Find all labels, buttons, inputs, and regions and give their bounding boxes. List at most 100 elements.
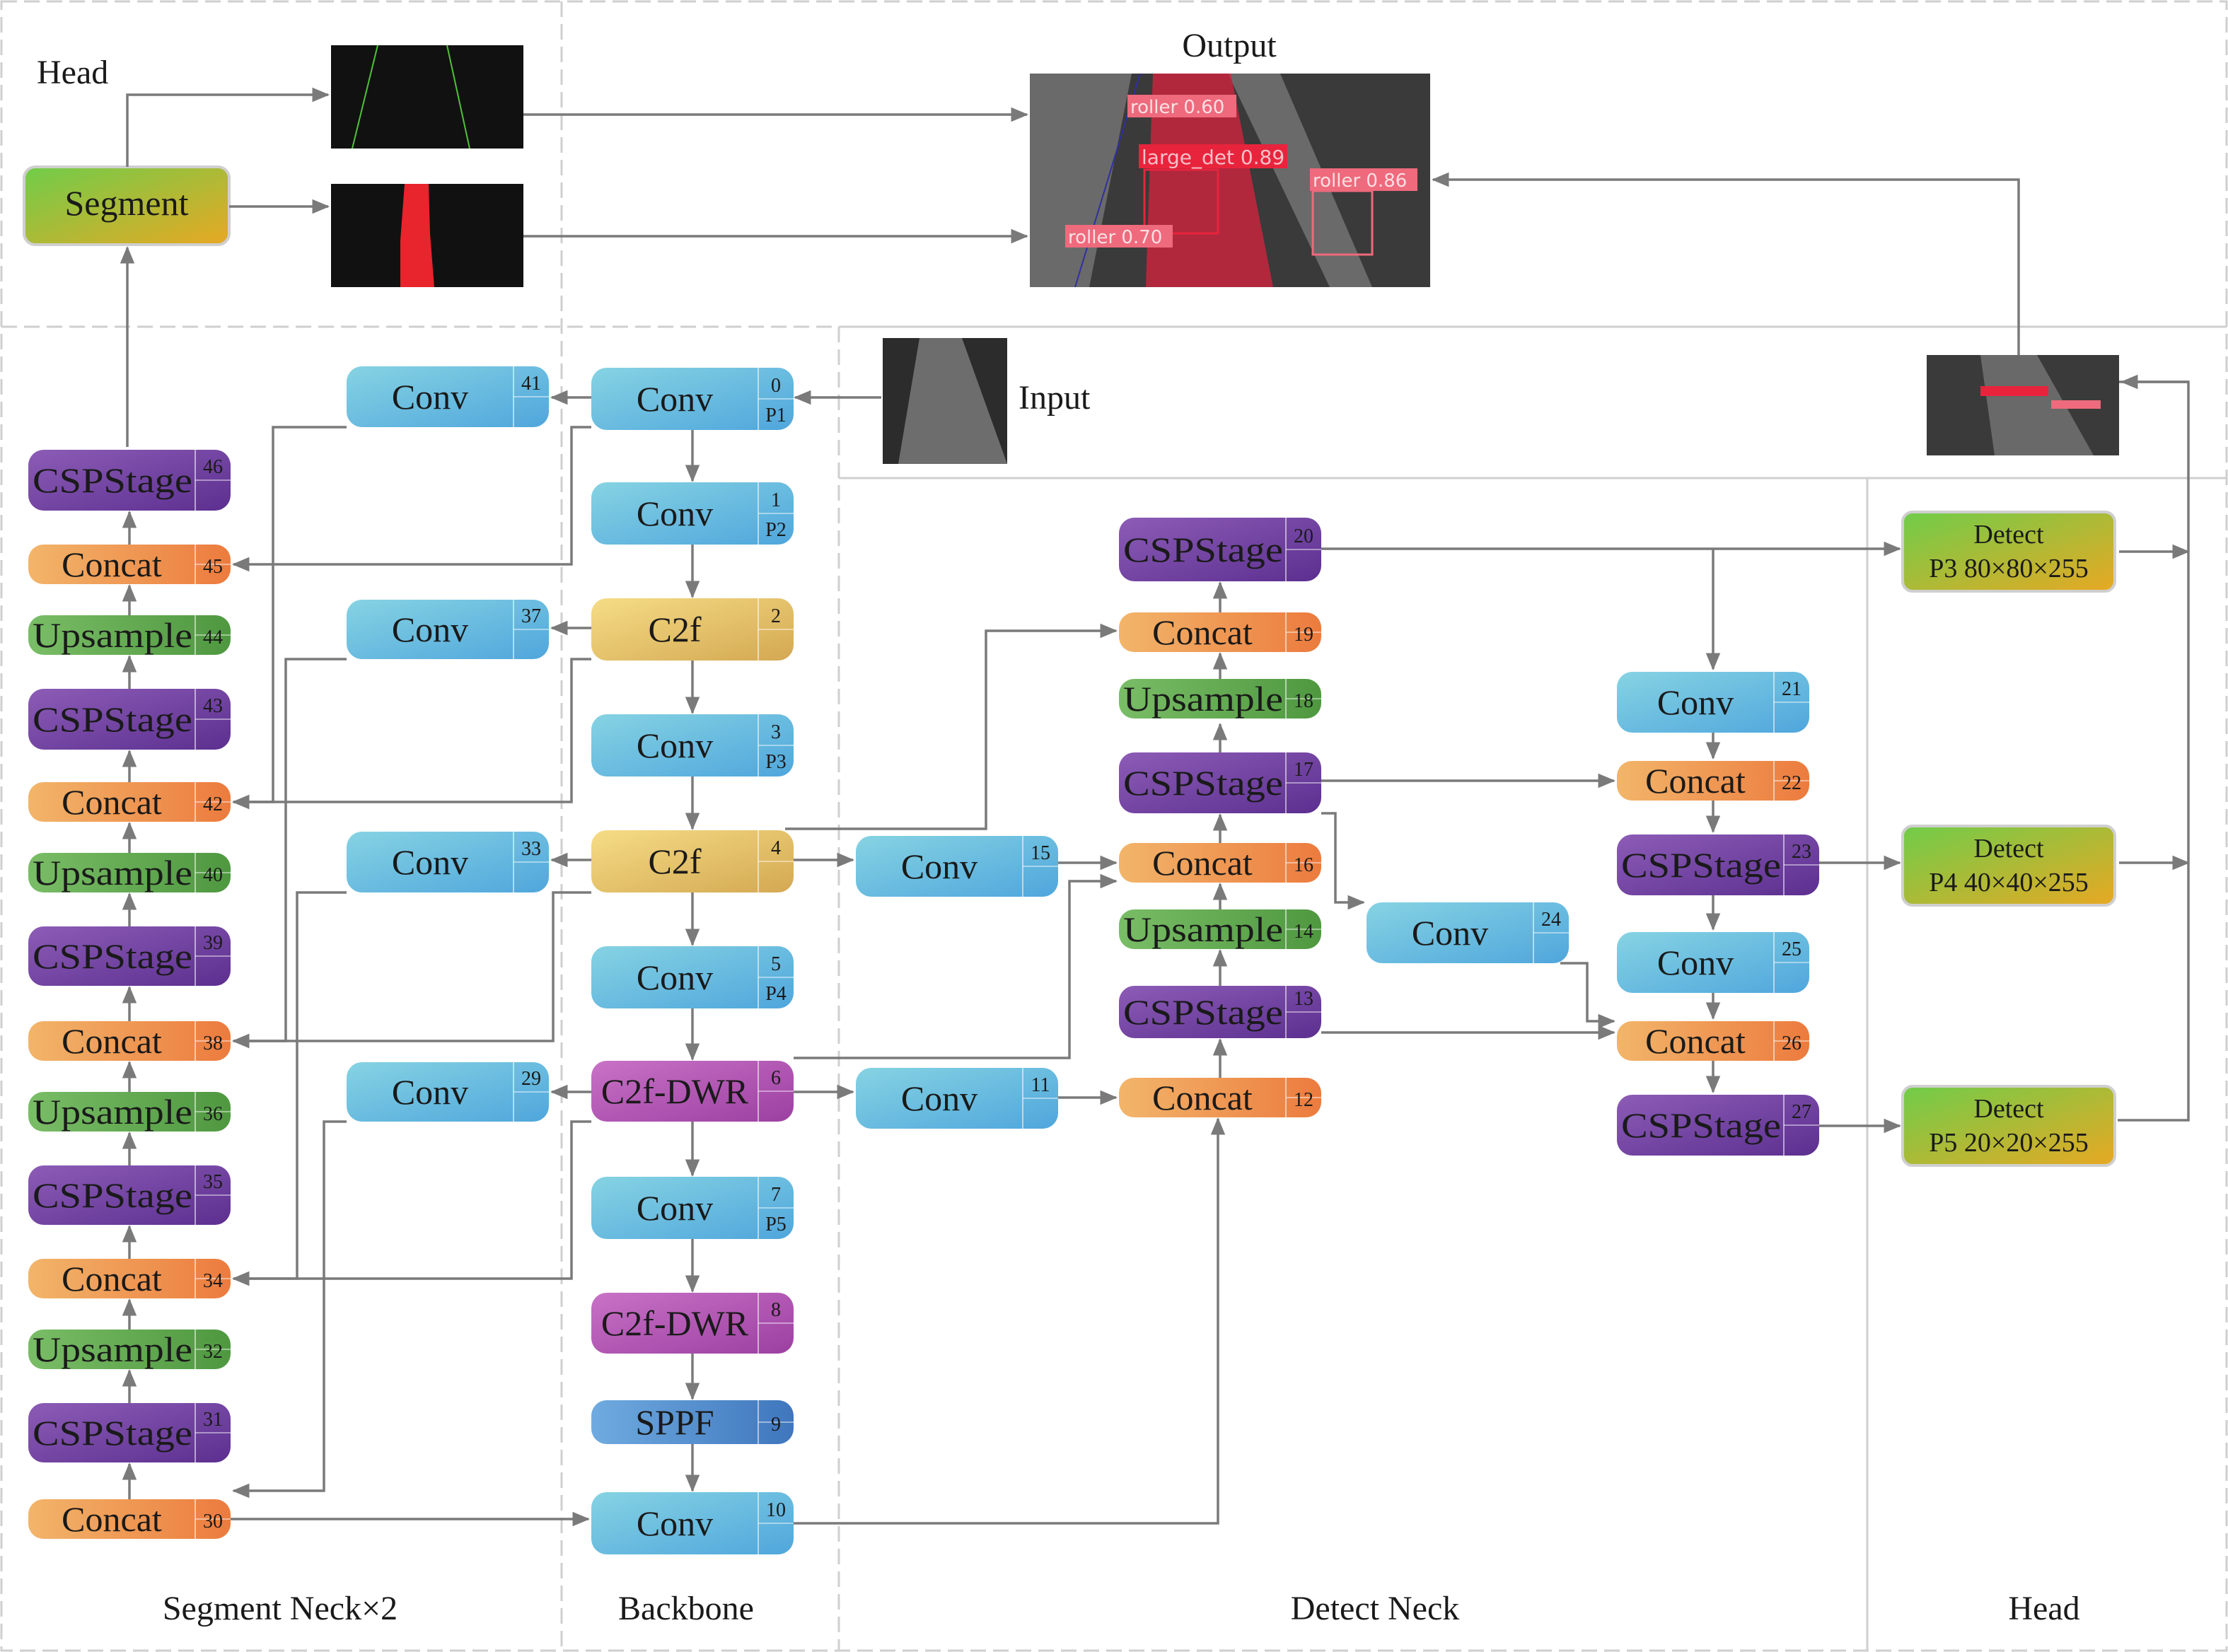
node-label: Upsample (33, 1092, 192, 1132)
node-index: 45 (203, 556, 223, 578)
node-box (591, 1061, 794, 1122)
node-index: 33 (521, 838, 541, 860)
node-index: 26 (1782, 1032, 1801, 1054)
node-index: 37 (521, 605, 541, 627)
node-label: Concat (1645, 1021, 1746, 1061)
node-box (28, 615, 231, 655)
connection-wire (231, 658, 347, 1049)
node-box (591, 1293, 794, 1354)
node-index: 3 (771, 721, 781, 743)
node-index: 27 (1792, 1101, 1811, 1123)
node-label: CSPStage (1621, 1105, 1781, 1145)
node-index: 36 (203, 1103, 223, 1125)
node-label: Concat (62, 782, 162, 822)
node-box (28, 1330, 231, 1369)
node-index: 0 (771, 375, 781, 397)
node-box (1119, 843, 1321, 883)
node-index: 22 (1782, 772, 1801, 794)
node-concat-26: Concat 26 (1617, 1021, 1809, 1061)
node-label: Upsample (33, 1330, 192, 1369)
detection-label: large_det 0.89 (1142, 146, 1284, 169)
node-label: Upsample (1123, 679, 1283, 719)
node-label: C2f (649, 610, 702, 649)
node-stage: P5 (765, 1214, 787, 1235)
node-label: CSPStage (33, 699, 192, 739)
node-label: C2f (649, 842, 702, 881)
node-box (856, 836, 1058, 897)
segment-neck-label: Segment Neck×2 (163, 1590, 398, 1627)
detection-label: roller 0.70 (1068, 227, 1162, 248)
node-index: 2 (771, 605, 781, 627)
node-box (591, 1492, 794, 1554)
connection-wire (231, 658, 591, 810)
detect-neck-label: Detect Neck (1291, 1590, 1460, 1627)
connection-wire (785, 623, 1118, 830)
node-index: 23 (1792, 841, 1811, 863)
node-box (1119, 752, 1321, 813)
node-index: 8 (771, 1299, 781, 1321)
connection-wire (231, 891, 591, 1049)
node-index: 5 (771, 953, 781, 975)
node-index: 30 (203, 1511, 223, 1532)
node-connections (122, 390, 1902, 1527)
node-box (28, 1259, 231, 1298)
connections (120, 87, 2191, 1122)
node-index: 4 (771, 837, 781, 859)
node-label: Conv (1657, 682, 1734, 722)
node-upsample-36: Upsample 36 (28, 1092, 231, 1132)
node-box (1617, 761, 1809, 801)
node-c2f-4: C2f 4 (591, 830, 794, 892)
node-label: Concat (1152, 843, 1253, 883)
connection-wire (1560, 962, 1616, 1029)
node-box (591, 482, 794, 545)
connection-wire (231, 891, 347, 1286)
node-concat-42: Concat 42 (28, 782, 231, 822)
node-box (28, 1499, 231, 1539)
node-box (591, 1400, 794, 1444)
node-label: Conv (392, 842, 468, 882)
node-stage: P3 (765, 751, 787, 773)
node-box (591, 830, 794, 892)
node-index: 42 (203, 793, 223, 815)
detect-head-spec: P3 80×80×255 (1929, 554, 2089, 583)
node-index: 24 (1541, 909, 1561, 931)
node-box (591, 598, 794, 661)
node-stage: P2 (765, 519, 787, 541)
node-box (28, 1403, 231, 1462)
node-c2f-2: C2f 2 (591, 598, 794, 661)
node-index: 7 (771, 1184, 781, 1206)
node-index: 31 (203, 1409, 223, 1431)
node-label: Conv (1657, 943, 1734, 982)
input-label: Input (1019, 379, 1091, 417)
node-label: Conv (392, 377, 468, 417)
node-index: 46 (203, 456, 223, 478)
connection-wire (231, 1120, 591, 1286)
node-box (1617, 672, 1809, 733)
node-index: 21 (1782, 678, 1801, 700)
node-index: 20 (1294, 525, 1313, 547)
node-index: 9 (771, 1414, 781, 1436)
node-label: Upsample (33, 853, 192, 892)
node-box (28, 1165, 231, 1225)
node-index: 15 (1031, 842, 1050, 864)
node-box (1119, 679, 1321, 719)
detect-head-box (1901, 511, 2116, 593)
node-box (1119, 986, 1321, 1038)
node-index: 25 (1782, 938, 1801, 960)
node-conv-33: Conv 33 (347, 832, 549, 892)
detect-head-title: Detect (1973, 834, 2044, 863)
